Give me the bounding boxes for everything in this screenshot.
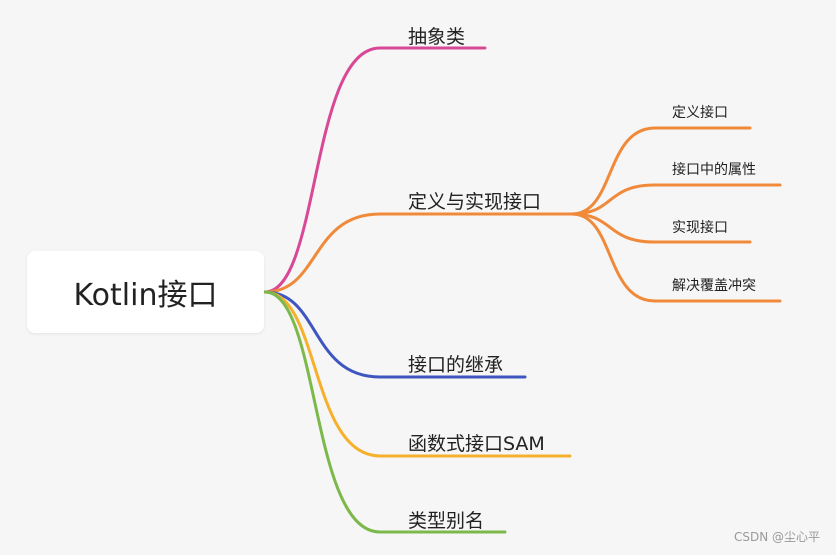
link-interface-properties bbox=[570, 183, 782, 216]
branch-functional-sam[interactable]: 函数式接口SAM bbox=[408, 433, 545, 455]
branch-abstract-class[interactable]: 抽象类 bbox=[408, 26, 466, 48]
root-node[interactable]: Kotlin接口 bbox=[27, 251, 264, 333]
link-abstract-class bbox=[263, 46, 487, 294]
link-functional-sam bbox=[263, 290, 572, 458]
child-resolve-override-conflict[interactable]: 解决覆盖冲突 bbox=[672, 278, 756, 294]
branch-type-alias[interactable]: 类型别名 bbox=[408, 510, 485, 532]
child-define-interface[interactable]: 定义接口 bbox=[672, 105, 728, 121]
child-interface-properties[interactable]: 接口中的属性 bbox=[672, 162, 756, 178]
branch-define-implement[interactable]: 定义与实现接口 bbox=[408, 191, 542, 213]
link-define-implement bbox=[263, 212, 574, 294]
link-type-alias bbox=[263, 290, 507, 534]
link-implement-interface bbox=[570, 212, 752, 244]
child-implement-interface[interactable]: 实现接口 bbox=[672, 220, 728, 236]
branch-inheritance[interactable]: 接口的继承 bbox=[408, 354, 504, 376]
link-define-interface bbox=[570, 126, 752, 216]
link-inheritance bbox=[263, 290, 527, 379]
watermark: CSDN @尘心平 bbox=[733, 530, 820, 544]
link-resolve-override-conflict bbox=[570, 212, 782, 303]
root-node-label: Kotlin接口 bbox=[73, 278, 218, 313]
